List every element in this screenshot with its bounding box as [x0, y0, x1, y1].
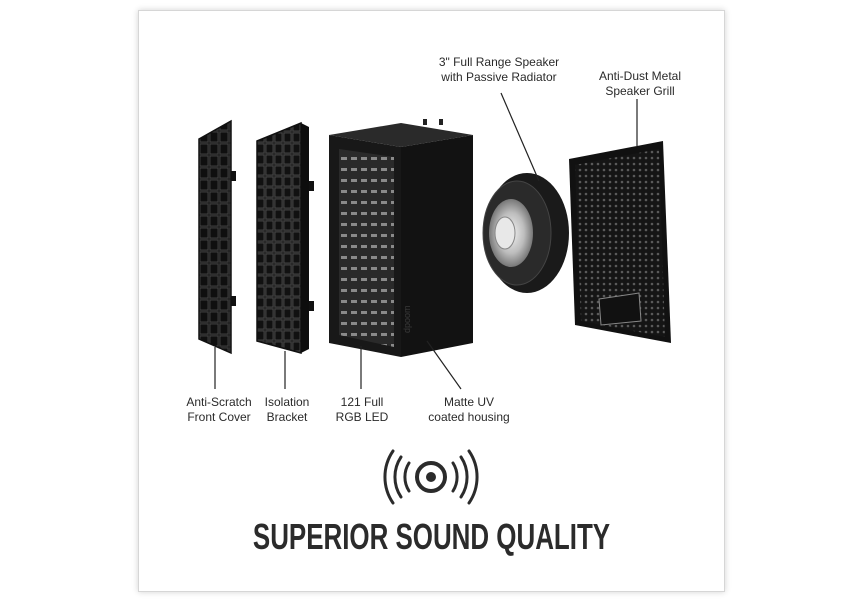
- product-diagram-card: dpoom: [138, 10, 725, 592]
- speaker-driver-part: [482, 173, 569, 293]
- grill-label: Anti-Dust Metal Speaker Grill: [598, 69, 682, 98]
- headline-text: SUPERIOR SOUND QUALITY: [252, 516, 611, 557]
- housing-label: Matte UV coated housing: [428, 395, 510, 424]
- speaker-leader-line: [500, 92, 540, 182]
- front-cover-part: [198, 119, 236, 355]
- housing-leader-line: [426, 340, 462, 390]
- led-label: 121 Full RGB LED: [335, 395, 389, 424]
- led-housing-part: dpoom: [329, 119, 473, 357]
- front-cover-label: Anti-Scratch Front Cover: [186, 395, 252, 424]
- exploded-view-illustration: dpoom: [198, 92, 671, 505]
- sound-wave-icon: [383, 449, 479, 505]
- bracket-label: Isolation Bracket: [264, 395, 310, 424]
- isolation-bracket-part: [256, 121, 314, 354]
- metal-grill-part: [569, 141, 671, 343]
- speaker-label: 3" Full Range Speaker with Passive Radia…: [438, 55, 560, 84]
- svg-text:dpoom: dpoom: [402, 305, 412, 333]
